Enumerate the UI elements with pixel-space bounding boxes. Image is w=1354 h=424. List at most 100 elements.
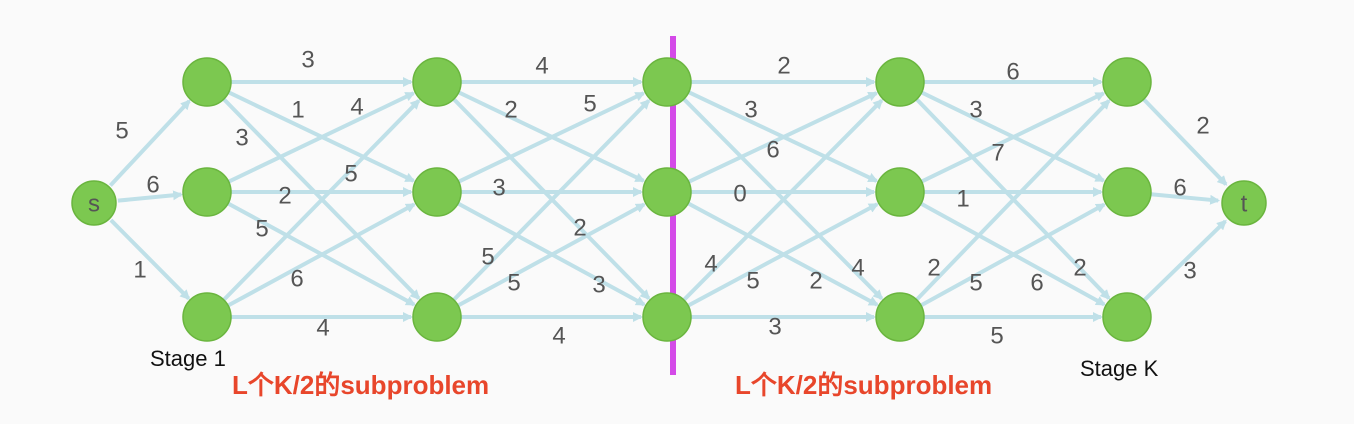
edge-stage1-2-to-0 xyxy=(222,99,421,302)
node-stage4-0 xyxy=(875,57,925,107)
node-stage4-0-circle xyxy=(875,57,925,107)
weight-stage4-to-stage5-1: 3 xyxy=(969,97,982,124)
weight-stage1-to-stage2-7: 6 xyxy=(290,266,303,293)
edge-stage2-1-to-0 xyxy=(457,91,646,184)
weight-stage2-to-stage3-4: 2 xyxy=(573,215,586,242)
edge-stage3-2-to-1 xyxy=(687,202,879,308)
node-stage1-1-circle xyxy=(182,167,232,217)
weight-stage4-to-stage5-8: 5 xyxy=(990,323,1003,350)
weight-stage2-to-stage3-0: 4 xyxy=(535,53,548,80)
node-stage4-2-circle xyxy=(875,292,925,342)
weight-stage4-to-stage5-4: 2 xyxy=(927,255,940,282)
weight-stage4-to-stage5-6: 6 xyxy=(1030,270,1043,297)
weight-stage2-to-stage3-7: 3 xyxy=(592,272,605,299)
node-stage5-1 xyxy=(1102,167,1152,217)
weight-stage4-to-stage5-2: 7 xyxy=(991,140,1004,167)
node-stage2-2 xyxy=(412,292,462,342)
node-stage5-2 xyxy=(1102,292,1152,342)
node-stage2-1 xyxy=(412,167,462,217)
edge-stage2-2-to-1 xyxy=(457,202,646,308)
node-stage4-1 xyxy=(875,167,925,217)
edge-stage4-2-to-0 xyxy=(915,99,1111,302)
weight-stage2-to-stage3-8: 4 xyxy=(552,323,565,350)
edge-stage4-1-to-0 xyxy=(920,91,1106,184)
node-stage3-1-circle xyxy=(642,167,692,217)
edges-layer xyxy=(108,77,1228,322)
weight-stage1-to-stage2-4: 2 xyxy=(278,183,291,210)
weight-stage2-to-stage3-2: 5 xyxy=(583,91,596,118)
weight-stage1-to-stage2-0: 3 xyxy=(301,47,314,74)
weight-stage3-to-stage4-5: 5 xyxy=(746,268,759,295)
node-stage2-0-circle xyxy=(412,57,462,107)
edge-stage3-2-to-0 xyxy=(682,99,884,302)
weight-stage4-to-stage5-7: 2 xyxy=(1073,255,1086,282)
weight-stageK-to-t-2: 3 xyxy=(1183,258,1196,285)
node-stage4-2 xyxy=(875,292,925,342)
weight-stage3-to-stage4-3: 0 xyxy=(733,181,746,208)
weight-stage3-to-stage4-1: 3 xyxy=(744,97,757,124)
node-t: t xyxy=(1221,180,1267,226)
weight-stage3-to-stage4-0: 2 xyxy=(777,53,790,80)
node-stage1-1 xyxy=(182,167,232,217)
weight-stage4-to-stage5-5: 5 xyxy=(969,270,982,297)
node-stage1-0 xyxy=(182,57,232,107)
weight-stage2-to-stage3-5: 5 xyxy=(481,244,494,271)
subproblem-left-label: L个K/2的subproblem xyxy=(232,370,489,400)
node-stage4-1-circle xyxy=(875,167,925,217)
edge-stage1-2-to-1 xyxy=(227,202,416,308)
weight-stage4-to-stage5-3: 1 xyxy=(956,186,969,213)
node-stage2-1-circle xyxy=(412,167,462,217)
weight-stage3-to-stage4-6: 2 xyxy=(809,268,822,295)
weight-s-to-stage1-2: 1 xyxy=(133,257,146,284)
edge-s-to-stage1-2 xyxy=(109,218,191,300)
edge-stage2-2-to-0 xyxy=(452,99,651,302)
node-stage3-2 xyxy=(642,292,692,342)
weight-stage3-to-stage4-7: 4 xyxy=(851,255,864,282)
node-stage2-2-circle xyxy=(412,292,462,342)
node-t-circle xyxy=(1221,180,1267,226)
weight-stage3-to-stage4-2: 6 xyxy=(766,137,779,164)
node-stage3-0 xyxy=(642,57,692,107)
node-stage3-2-circle xyxy=(642,292,692,342)
weight-stage1-to-stage2-8: 4 xyxy=(316,315,329,342)
node-stage1-2-circle xyxy=(182,292,232,342)
weight-stage1-to-stage2-2: 4 xyxy=(350,94,363,121)
node-s-circle xyxy=(71,180,117,226)
weight-stage4-to-stage5-0: 6 xyxy=(1006,59,1019,86)
weight-stageK-to-t-0: 2 xyxy=(1196,113,1209,140)
weight-stage3-to-stage4-4: 4 xyxy=(704,251,717,278)
weight-stageK-to-t-1: 6 xyxy=(1173,175,1186,202)
weight-stage1-to-stage2-6: 5 xyxy=(255,216,268,243)
node-s: s xyxy=(71,180,117,226)
weight-s-to-stage1-1: 6 xyxy=(146,172,159,199)
node-stage2-0 xyxy=(412,57,462,107)
node-stage5-0 xyxy=(1102,57,1152,107)
node-stage3-0-circle xyxy=(642,57,692,107)
weight-stage3-to-stage4-8: 3 xyxy=(768,314,781,341)
weight-stage2-to-stage3-6: 5 xyxy=(507,270,520,297)
stage-k-label: Stage K xyxy=(1080,356,1159,381)
stage-1-label: Stage 1 xyxy=(150,346,226,371)
node-stage5-2-circle xyxy=(1102,292,1152,342)
weight-stage2-to-stage3-3: 3 xyxy=(492,175,505,202)
edge-s-to-stage1-0 xyxy=(108,99,191,187)
weight-stage2-to-stage3-1: 2 xyxy=(504,97,517,124)
edge-stage3-1-to-0 xyxy=(687,91,879,184)
weight-stage1-to-stage2-1: 1 xyxy=(291,97,304,124)
edge-stagek-to-t-2 xyxy=(1142,219,1227,302)
node-stage1-2 xyxy=(182,292,232,342)
weight-stage1-to-stage2-3: 3 xyxy=(235,125,248,152)
weight-s-to-stage1-0: 5 xyxy=(115,118,128,145)
edge-stagek-to-t-1 xyxy=(1150,192,1221,205)
edge-stage4-2-to-1 xyxy=(920,202,1106,308)
subproblem-right-label: L个K/2的subproblem xyxy=(735,370,992,400)
edge-s-to-stage1-1 xyxy=(117,190,184,203)
node-stage5-1-circle xyxy=(1102,167,1152,217)
weight-stage1-to-stage2-5: 5 xyxy=(344,161,357,188)
node-t-label: t xyxy=(1241,191,1248,218)
edge-stage1-1-to-0 xyxy=(227,91,416,184)
node-stage3-1 xyxy=(642,167,692,217)
